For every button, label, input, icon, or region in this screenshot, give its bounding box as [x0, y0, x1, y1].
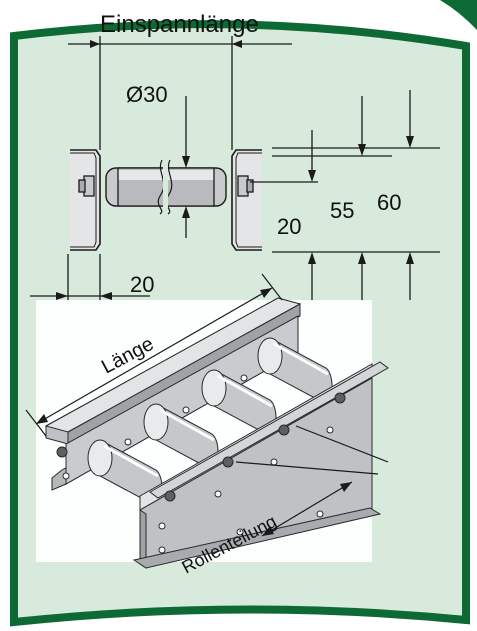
- roller-icon: [105, 159, 227, 215]
- front-rail: [56, 361, 389, 569]
- right-bracket: [231, 149, 262, 251]
- length-dimension: [25, 273, 283, 437]
- height-60-label: 60: [377, 190, 401, 215]
- height-55-label: 55: [330, 198, 354, 223]
- diameter-label: Ø30: [126, 82, 168, 107]
- left-bracket: [70, 149, 101, 251]
- clamp-length-label: Einspannlänge: [100, 11, 259, 38]
- roller-pitch-dimension: [235, 425, 389, 537]
- height-20-label: 20: [277, 214, 301, 239]
- roller-conveyor-icon: [25, 273, 389, 569]
- roller-elevation-drawing: [30, 36, 440, 302]
- corner-tab: [440, 0, 477, 30]
- flange-width-label: 20: [130, 272, 154, 297]
